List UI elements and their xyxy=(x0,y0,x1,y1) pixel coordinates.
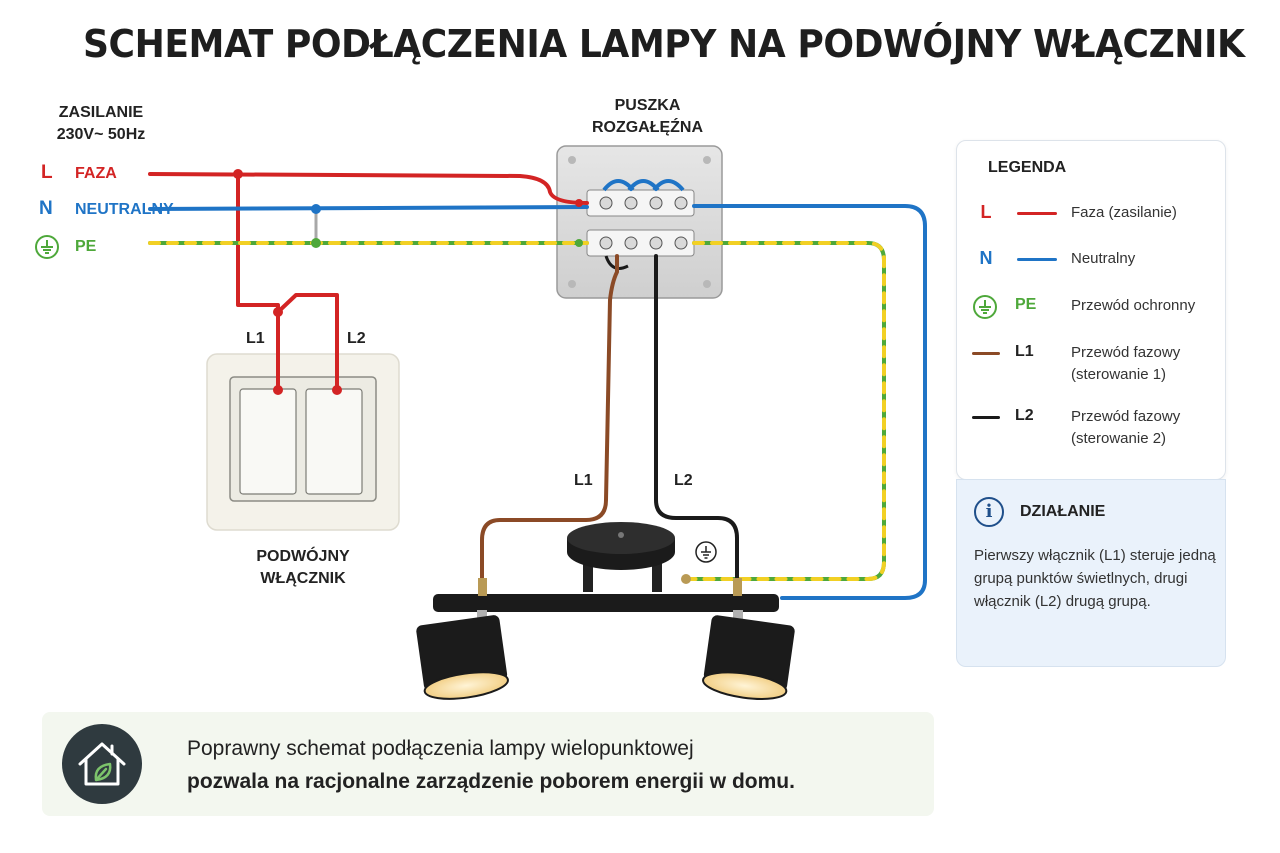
bridge-wire-neutral xyxy=(602,179,685,192)
bottom-banner: Poprawny schemat podłączenia lampy wielo… xyxy=(42,712,934,816)
legend-text: Przewód ochronny xyxy=(1071,297,1196,314)
junction-box-body xyxy=(556,145,723,299)
phase-label: FAZA xyxy=(75,165,117,182)
switch-key-left[interactable] xyxy=(239,388,297,495)
lamp-stem xyxy=(583,552,593,592)
legend-line-phase xyxy=(1017,212,1057,215)
legend-symbol: N xyxy=(979,248,993,268)
wires xyxy=(148,172,927,600)
page-title: SCHEMAT PODŁĄCZENIA LAMPY NA PODWÓJNY WŁ… xyxy=(83,22,1245,66)
legend-line-neutral xyxy=(1017,258,1057,261)
junction-box-screw xyxy=(568,156,576,164)
info-panel: i DZIAŁANIE Pierwszy włącznik (L1) steru… xyxy=(956,479,1226,667)
lamp-wire-l2-label: L2 xyxy=(674,472,693,489)
ground-icon xyxy=(35,235,59,259)
double-switch[interactable] xyxy=(206,353,400,531)
switch-label-line2: WŁĄCZNIK xyxy=(260,570,346,587)
junction-box-label-line1: PUSZKA xyxy=(614,97,681,114)
switch-l2-label: L2 xyxy=(347,330,366,347)
phase-symbol: L xyxy=(41,162,53,183)
legend-text: Przewód fazowy xyxy=(1071,344,1181,361)
wire-joints xyxy=(233,169,583,395)
info-title: DZIAŁANIE xyxy=(1020,503,1106,520)
house-leaf-icon xyxy=(62,724,142,804)
lamp-spot-left xyxy=(416,615,509,700)
legend-symbol: L xyxy=(980,202,992,222)
legend-text: Faza (zasilanie) xyxy=(1071,204,1177,221)
junction-box-screw xyxy=(703,156,711,164)
legend-title: LEGENDA xyxy=(988,159,1067,176)
lamp-connector-pe xyxy=(681,574,691,584)
wire-phase-switch-l2 xyxy=(276,293,339,392)
neutral-symbol: N xyxy=(39,198,53,219)
junction-box-label-line2: ROZGAŁĘŹNA xyxy=(591,119,704,136)
neutral-label: NEUTRALNY xyxy=(75,201,174,218)
terminal-screws xyxy=(599,196,688,250)
junction-box-screw xyxy=(703,280,711,288)
switch-l1-label: L1 xyxy=(246,330,265,347)
legend-line-l1 xyxy=(972,352,1000,355)
legend-text: Neutralny xyxy=(1071,250,1136,267)
switch-label-line1: PODWÓJNY xyxy=(256,548,350,565)
legend-symbol: L1 xyxy=(1015,343,1034,360)
info-text: Pierwszy włącznik (L1) steruje jedną gru… xyxy=(974,547,1216,610)
ground-icon xyxy=(973,295,997,319)
junction-box-label: PUSZKA ROZGAŁĘŹNA xyxy=(560,95,735,139)
lamp-connector-l1 xyxy=(478,578,487,596)
supply-heading-line2: 230V~ 50Hz xyxy=(56,126,146,143)
switch-key-right[interactable] xyxy=(305,388,363,495)
supply-heading-line1: ZASILANIE xyxy=(58,104,144,121)
junction-box xyxy=(556,145,723,299)
pe-label: PE xyxy=(75,238,97,255)
lamp-wire-l1-label: L1 xyxy=(574,472,593,489)
legend-text: (sterowanie 2) xyxy=(1071,430,1167,447)
legend-line-l2 xyxy=(972,416,1000,419)
lamp-base-screw xyxy=(618,532,624,538)
banner-line2: pozwala na racjonalne zarządzenie pobore… xyxy=(187,770,795,793)
legend-text: Przewód fazowy xyxy=(1071,408,1181,425)
lamp-connector-l2 xyxy=(733,578,742,596)
wire-phase-supply xyxy=(148,172,589,205)
lamp-ground-icon xyxy=(695,541,717,563)
bridge-wire-black xyxy=(604,255,629,270)
wire-phase-switch-l1 xyxy=(236,172,280,392)
legend-text: (sterowanie 1) xyxy=(1071,366,1167,383)
wire-neutral-lamp xyxy=(692,204,927,600)
ceiling-lamp xyxy=(416,522,795,700)
lamp-stem xyxy=(652,552,662,592)
legend-panel: LEGENDA L Faza (zasilanie) N Neutralny P… xyxy=(956,140,1226,480)
wire-l1-lamp xyxy=(480,254,619,580)
lamp-bar xyxy=(433,594,779,612)
junction-box-screw xyxy=(568,280,576,288)
legend-symbol: PE xyxy=(1015,296,1037,313)
wire-pe-lamp-stripe xyxy=(688,241,886,581)
switch-label: PODWÓJNY WŁĄCZNIK xyxy=(218,546,388,590)
wire-neutral-supply xyxy=(148,205,589,211)
legend-symbol: L2 xyxy=(1015,407,1034,424)
banner-line1: Poprawny schemat podłączenia lampy wielo… xyxy=(187,737,694,760)
wire-l2-lamp xyxy=(654,254,739,580)
lamp-spot-right xyxy=(702,615,795,700)
supply-heading: ZASILANIE 230V~ 50Hz xyxy=(36,102,166,146)
info-icon: i xyxy=(974,497,1004,527)
